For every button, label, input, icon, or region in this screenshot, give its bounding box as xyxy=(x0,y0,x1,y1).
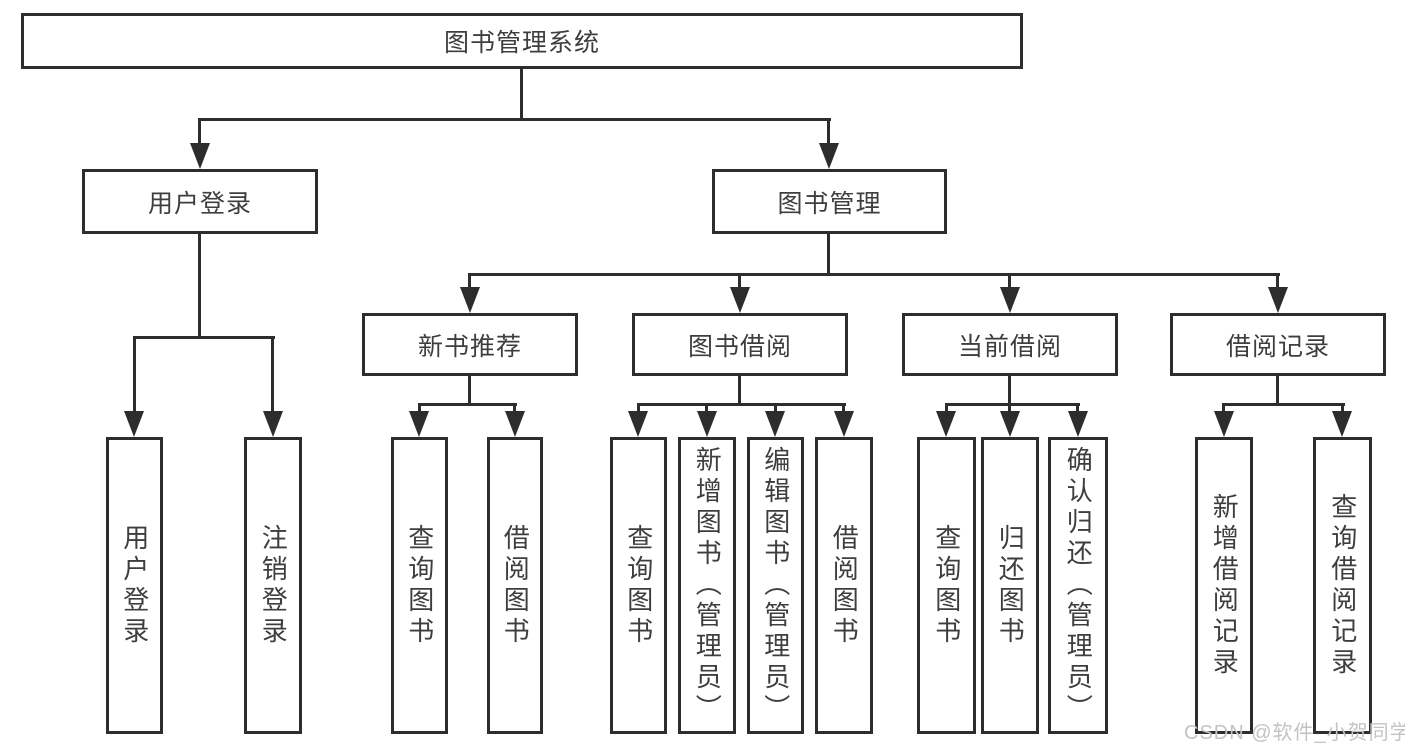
connector-line xyxy=(133,336,275,339)
connector-line xyxy=(1276,273,1279,289)
node-current-borrowing: 当前借阅 xyxy=(902,313,1118,376)
arrowhead-down-icon xyxy=(1000,411,1020,437)
connector-line xyxy=(520,69,523,118)
connector-line xyxy=(1222,403,1225,414)
arrowhead-down-icon xyxy=(505,411,525,437)
node-new-book-recommendation: 新书推荐 xyxy=(362,313,578,376)
leaf-add-book-admin: 新增图书（管理员） xyxy=(678,437,736,734)
arrowhead-down-icon xyxy=(936,411,956,437)
leaf-label: 查询图书 xyxy=(931,523,962,648)
connector-line xyxy=(468,273,1280,276)
connector-line xyxy=(418,403,421,414)
leaf-label: 归还图书 xyxy=(995,523,1026,648)
connector-line xyxy=(705,403,708,414)
arrowhead-down-icon xyxy=(628,411,648,437)
arrowhead-down-icon xyxy=(124,411,144,437)
node-book-borrowing: 图书借阅 xyxy=(632,313,848,376)
arrowhead-down-icon xyxy=(730,287,750,313)
connector-line xyxy=(513,403,516,414)
arrowhead-down-icon xyxy=(697,411,717,437)
node-label: 当前借阅 xyxy=(957,332,1062,361)
leaf-label: 新增图书（管理员） xyxy=(692,446,723,725)
leaf-label: 查询借阅记录 xyxy=(1327,492,1358,679)
node-library-management-system: 图书管理系统 xyxy=(21,13,1023,69)
node-label: 新书推荐 xyxy=(417,332,522,361)
leaf-edit-book-admin: 编辑图书（管理员） xyxy=(747,437,804,734)
node-label: 图书管理系统 xyxy=(443,29,600,57)
node-label: 图书管理 xyxy=(777,189,882,218)
node-label: 用户登录 xyxy=(147,189,252,218)
watermark: CSDN @软件_小贺同学 xyxy=(1184,722,1405,744)
leaf-label: 注销登录 xyxy=(258,523,289,648)
leaf-label: 用户登录 xyxy=(119,523,150,648)
connector-line xyxy=(738,273,741,289)
connector-line xyxy=(418,403,517,406)
connector-line xyxy=(1008,273,1011,289)
leaf-confirm-return-admin: 确认归还（管理员） xyxy=(1048,437,1108,734)
leaf-borrow-books: 借阅图书 xyxy=(815,437,873,734)
connector-line xyxy=(198,234,201,339)
connector-line xyxy=(774,403,777,414)
connector-line xyxy=(738,376,741,406)
connector-line xyxy=(1076,403,1079,414)
leaf-query-books-borrowing: 查询图书 xyxy=(610,437,667,734)
leaf-query-books-current: 查询图书 xyxy=(917,437,976,734)
connector-line xyxy=(637,403,846,406)
node-borrowing-records: 借阅记录 xyxy=(1170,313,1386,376)
connector-line xyxy=(1008,376,1011,406)
leaf-label: 借阅图书 xyxy=(500,523,531,648)
arrowhead-down-icon xyxy=(1000,287,1020,313)
leaf-logout: 注销登录 xyxy=(244,437,302,734)
connector-line xyxy=(827,118,830,146)
arrowhead-down-icon xyxy=(460,287,480,313)
leaf-user-login: 用户登录 xyxy=(106,437,163,734)
connector-line xyxy=(1008,403,1011,414)
leaf-add-borrow-record: 新增借阅记录 xyxy=(1195,437,1253,734)
node-label: 图书借阅 xyxy=(687,332,792,361)
connector-line xyxy=(198,118,201,146)
connector-line xyxy=(1222,403,1345,406)
node-label: 借阅记录 xyxy=(1225,332,1330,361)
leaf-label: 编辑图书（管理员） xyxy=(760,446,791,725)
connector-line xyxy=(945,403,948,414)
arrowhead-down-icon xyxy=(263,411,283,437)
leaf-query-borrow-record: 查询借阅记录 xyxy=(1313,437,1372,734)
connector-line xyxy=(945,403,1080,406)
node-user-login: 用户登录 xyxy=(82,169,318,234)
leaf-borrow-books-recommend: 借阅图书 xyxy=(487,437,543,734)
arrowhead-down-icon xyxy=(190,143,210,169)
arrowhead-down-icon xyxy=(1332,411,1352,437)
connector-line xyxy=(637,403,640,414)
connector-line xyxy=(1276,376,1279,406)
connector-line xyxy=(842,403,845,414)
arrowhead-down-icon xyxy=(1268,287,1288,313)
connector-line xyxy=(827,234,830,276)
connector-line xyxy=(1341,403,1344,414)
connector-line xyxy=(198,118,831,121)
leaf-label: 新增借阅记录 xyxy=(1209,492,1240,679)
arrowhead-down-icon xyxy=(834,411,854,437)
leaf-label: 查询图书 xyxy=(623,523,654,648)
connector-line xyxy=(133,336,136,414)
arrowhead-down-icon xyxy=(765,411,785,437)
leaf-label: 借阅图书 xyxy=(829,523,860,648)
node-book-management: 图书管理 xyxy=(712,169,947,234)
connector-line xyxy=(468,376,471,406)
arrowhead-down-icon xyxy=(819,143,839,169)
leaf-return-books: 归还图书 xyxy=(981,437,1039,734)
arrowhead-down-icon xyxy=(409,411,429,437)
arrowhead-down-icon xyxy=(1068,411,1088,437)
connector-line xyxy=(271,336,274,414)
leaf-label: 查询图书 xyxy=(404,523,435,648)
arrowhead-down-icon xyxy=(1214,411,1234,437)
leaf-label: 确认归还（管理员） xyxy=(1063,446,1094,725)
leaf-query-books-recommend: 查询图书 xyxy=(391,437,448,734)
connector-line xyxy=(468,273,471,289)
